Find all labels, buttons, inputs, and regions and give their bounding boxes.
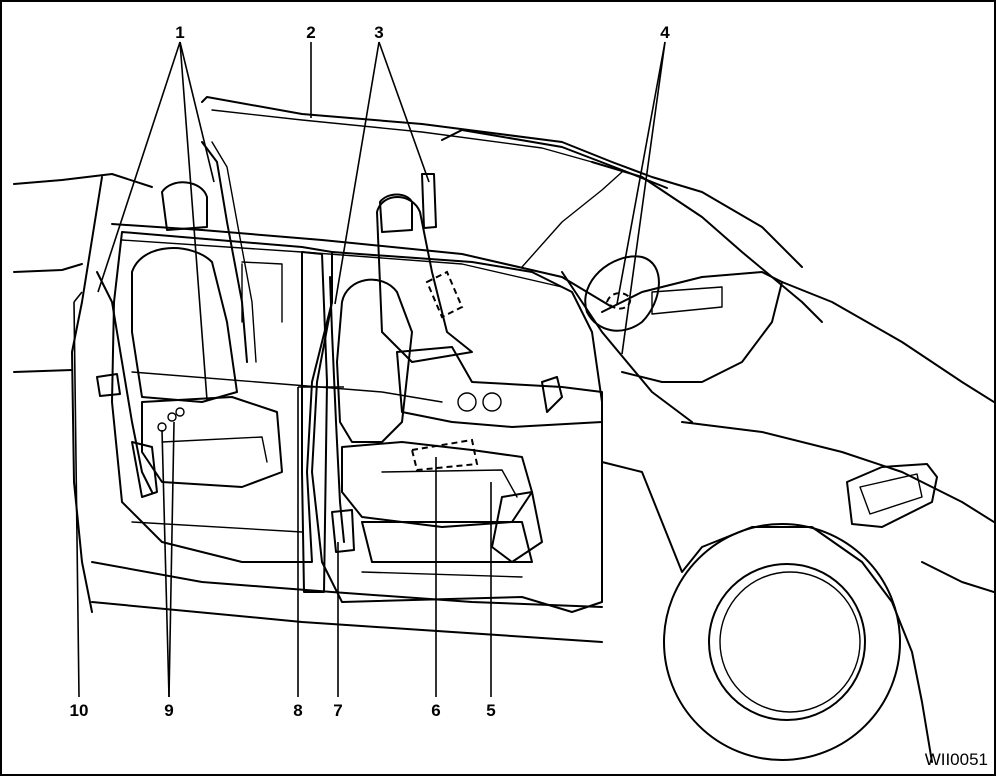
a-pillar xyxy=(561,271,693,423)
rear-seat-headrest xyxy=(161,181,208,231)
callout-4: 4 xyxy=(660,23,670,42)
callout-7: 7 xyxy=(333,701,343,720)
rear-seat-cushion-seam xyxy=(161,436,268,463)
callout-10: 10 xyxy=(69,701,89,720)
shift-lever xyxy=(541,376,563,413)
tailgate-edge xyxy=(71,176,103,613)
body-rear-top xyxy=(13,173,153,188)
front-seat-cushion xyxy=(341,441,533,528)
rear-seat-cushion xyxy=(141,396,283,488)
rear-buckle-b xyxy=(167,412,177,422)
driver-seatback xyxy=(376,196,473,363)
leader-lines xyxy=(73,41,666,698)
windshield-frame xyxy=(591,161,823,323)
roof-side-rail-lower xyxy=(121,239,563,288)
rear-seatbelt-retractor xyxy=(96,373,121,397)
callout-2: 2 xyxy=(306,23,316,42)
rear-seatbelt-lower-anchor xyxy=(131,441,158,498)
rear-buckle-c xyxy=(175,407,185,417)
figure-code: WII0051 xyxy=(924,750,988,769)
roof-rail-inner xyxy=(211,109,593,163)
callout-8: 8 xyxy=(293,701,303,720)
body-rear-side xyxy=(13,263,83,373)
rear-buckle-a xyxy=(157,422,167,432)
front-seatbelt-retractor xyxy=(331,509,355,553)
hood-edge xyxy=(681,421,994,523)
front-wheel-rim-inner xyxy=(719,571,861,713)
callout-3: 3 xyxy=(374,23,384,42)
headlamp-inner xyxy=(859,473,923,515)
seat-rail-hardware xyxy=(491,491,543,563)
rear-pillar-belt xyxy=(201,141,248,363)
driver-belt-anchor xyxy=(421,173,437,229)
occupant-sensor-outline xyxy=(410,438,479,472)
floor-line xyxy=(131,521,523,578)
callout-9: 9 xyxy=(164,701,174,720)
front-bumper xyxy=(921,561,994,593)
callout-1: 1 xyxy=(175,23,185,42)
hood xyxy=(781,281,994,403)
rear-seatbelt-webbing xyxy=(96,271,153,493)
callout-5: 5 xyxy=(486,701,496,720)
front-seat-cushion-seam xyxy=(381,469,518,498)
cupholder-1 xyxy=(457,392,477,412)
rear-pillar-belt-edge xyxy=(211,141,257,363)
front-wheel-rim xyxy=(708,563,866,721)
dash-vent xyxy=(651,286,723,315)
front-door-opening xyxy=(311,251,603,613)
b-pillar xyxy=(301,251,328,593)
headlamp xyxy=(846,463,938,528)
front-seatback xyxy=(336,278,413,443)
interior-line-2 xyxy=(131,371,443,403)
driver-headrest xyxy=(379,193,413,233)
front-seatbelt-webbing xyxy=(329,276,345,543)
center-console xyxy=(396,346,603,428)
front-fender xyxy=(601,461,933,763)
steering-wheel xyxy=(584,255,660,332)
driver-side-airbag-outline xyxy=(425,270,464,319)
rear-seatback xyxy=(131,247,238,403)
front-seat-base xyxy=(361,521,533,563)
roof-rail xyxy=(201,96,803,268)
callout-6: 6 xyxy=(431,701,441,720)
interior-line-1 xyxy=(241,261,283,323)
dashboard xyxy=(601,271,783,383)
windshield-inner xyxy=(521,171,623,268)
front-tire-outer xyxy=(663,523,901,761)
cupholder-2 xyxy=(482,392,502,412)
